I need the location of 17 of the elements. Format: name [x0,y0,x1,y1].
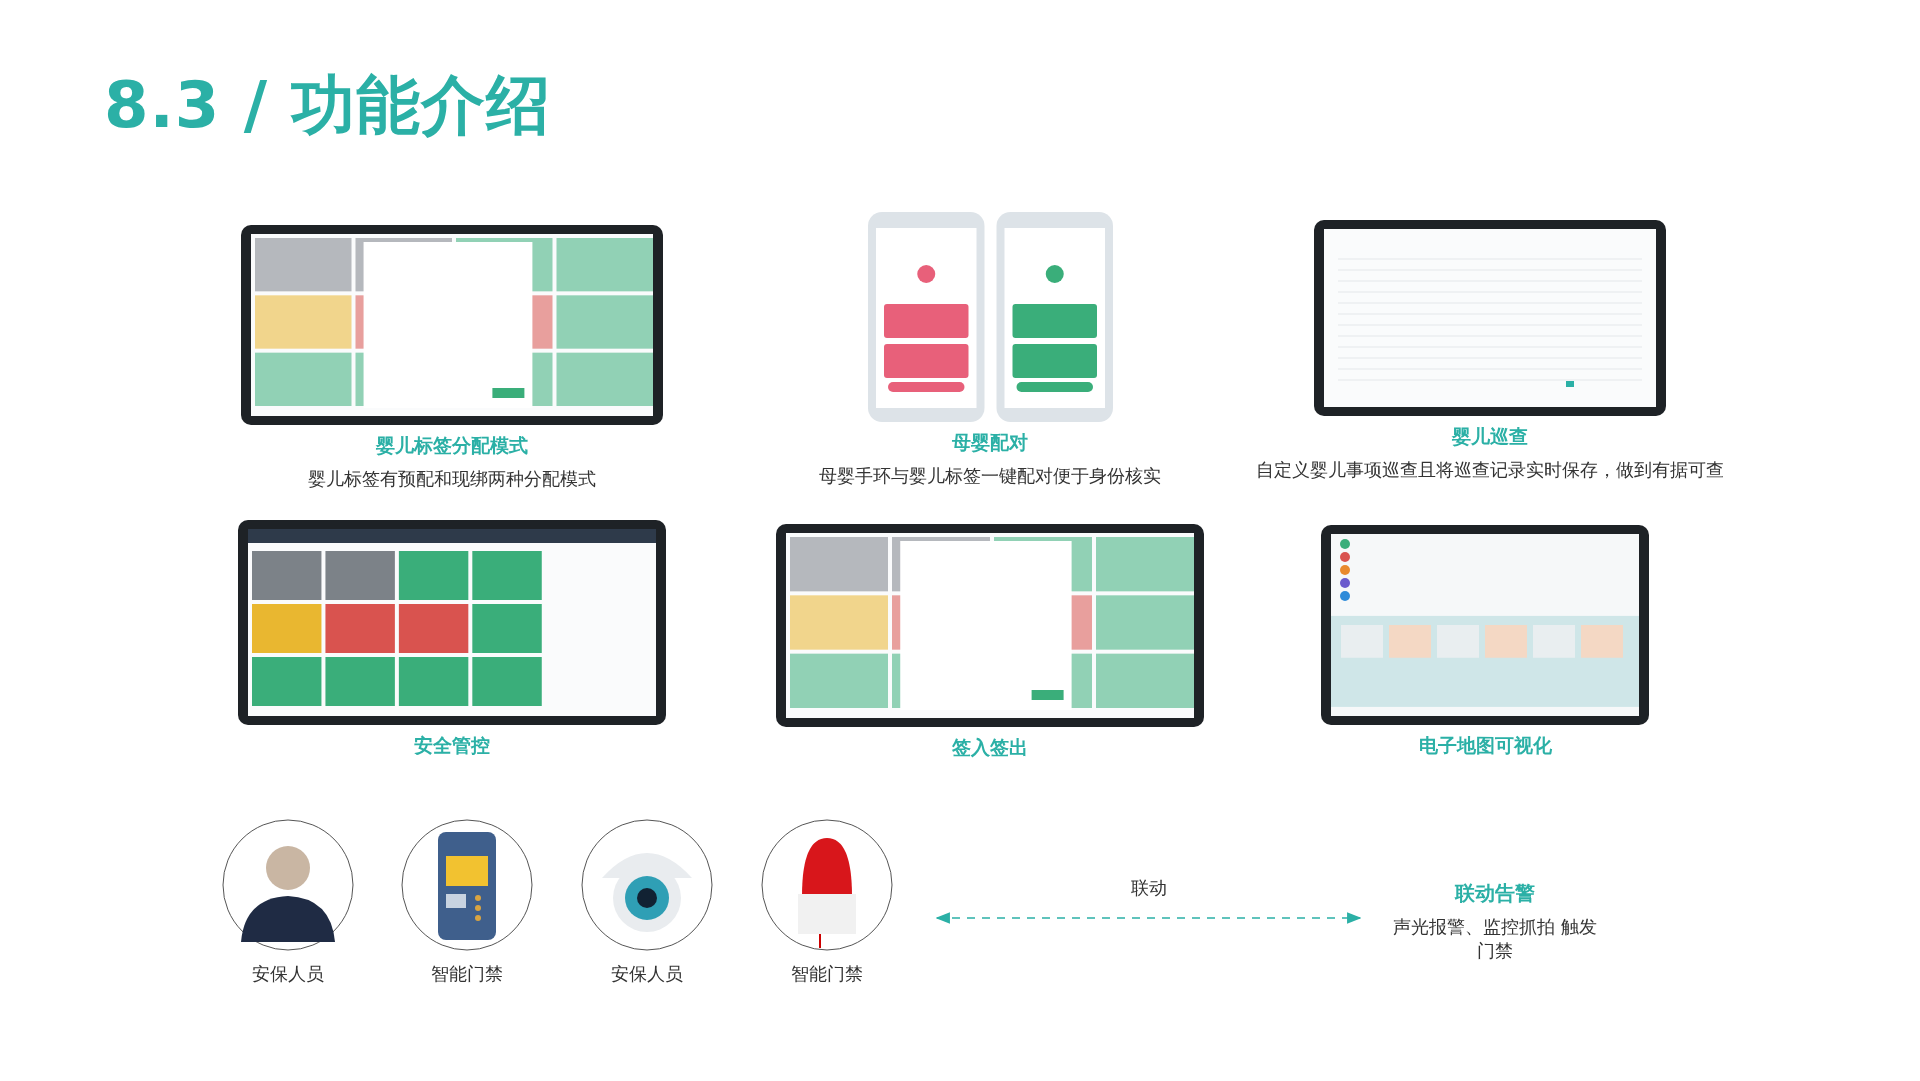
device-caption: 安保人员 [252,962,324,986]
device-caption: 智能门禁 [791,962,863,986]
device-caption: 安保人员 [611,962,683,986]
alert-description: 声光报警、监控抓拍 触发门禁 [1392,915,1598,964]
device-caption: 智能门禁 [431,962,503,986]
alert-heading: 联动告警 [1455,880,1535,907]
feature-description: 婴儿标签有预配和现绑两种分配模式 [308,467,596,491]
feature-title: 签入签出 [952,735,1028,760]
feature-description: 母婴手环与婴儿标签一键配对便于身份核实 [819,464,1161,488]
page-title: 8.3 / 功能介绍 [104,67,552,144]
feature-title: 电子地图可视化 [1418,733,1552,758]
feature-title: 安全管控 [414,733,490,758]
feature-title: 婴儿标签分配模式 [376,433,528,458]
feature-title: 婴儿巡查 [1452,424,1528,449]
feature-description: 自定义婴儿事项巡查且将巡查记录实时保存，做到有据可查 [1256,458,1724,482]
dashed-double-arrow [935,912,1362,924]
feature-title: 母婴配对 [952,430,1028,455]
